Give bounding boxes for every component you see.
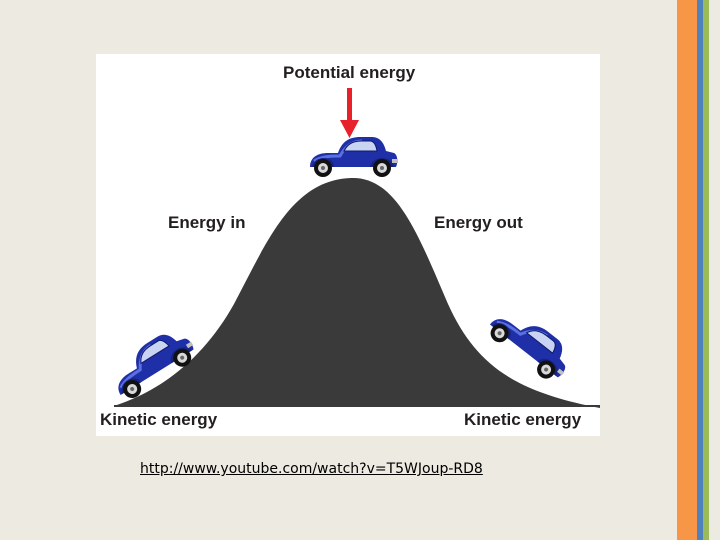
kinetic-energy-left-label: Kinetic energy <box>100 410 218 429</box>
energy-out-label: Energy out <box>434 213 523 232</box>
car-icon-top <box>308 135 400 179</box>
potential-energy-label: Potential energy <box>283 63 416 82</box>
hill-shape <box>114 177 600 408</box>
accent-stripe-green <box>703 0 709 540</box>
diagram-graphic <box>103 88 600 408</box>
energy-hill-diagram: Potential energy Energy in Energy out Ki… <box>96 54 600 436</box>
accent-stripe-orange <box>677 0 697 540</box>
energy-in-label: Energy in <box>168 213 246 232</box>
video-source-link[interactable]: http://www.youtube.com/watch?v=T5WJoup-R… <box>140 461 483 477</box>
down-arrow-icon <box>340 88 359 138</box>
accent-stripe-blue <box>697 0 703 540</box>
accent-stripe-edge <box>709 0 720 540</box>
kinetic-energy-right-label: Kinetic energy <box>464 410 582 429</box>
